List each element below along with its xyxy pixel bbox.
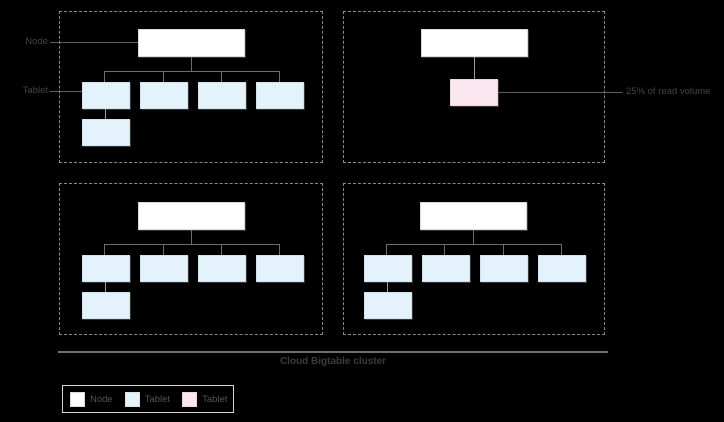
tablet-box-top-left-5[interactable]: [82, 119, 130, 146]
connector-drop-top-left-3: [221, 71, 222, 82]
connector-bus-bottom-left: [104, 244, 279, 245]
node-group-bottom-right: [343, 183, 605, 335]
connector-trunk-bottom-left: [191, 230, 192, 245]
connector-drop-top-left-1: [104, 71, 105, 82]
node-box-top-left[interactable]: [138, 29, 245, 57]
tablet-box-bottom-left-5[interactable]: [82, 292, 130, 319]
connector-drop-top-left-5: [105, 109, 106, 119]
node-group-bottom-left: [59, 183, 323, 335]
connector-bus-bottom-right: [386, 244, 561, 245]
tablet-box-top-left-1[interactable]: [82, 82, 130, 109]
connector-drop-bottom-right-3: [503, 244, 504, 255]
node-box-bottom-left[interactable]: [138, 202, 245, 230]
tablet-box-top-left-4[interactable]: [256, 82, 304, 109]
node-group-top-right: [343, 11, 605, 163]
side-label-tablet: Tablet: [22, 85, 48, 96]
legend: Node Tablet Tablet: [62, 385, 234, 413]
connector-drop-bottom-right-1: [386, 244, 387, 255]
side-label-tablet-leader: [50, 91, 84, 92]
tablet-box-bottom-left-1[interactable]: [82, 255, 130, 282]
tablet-box-bottom-right-3[interactable]: [480, 255, 528, 282]
connector-drop-bottom-right-4: [561, 244, 562, 255]
connector-trunk-bottom-right: [473, 230, 474, 245]
connector-bus-top-left: [104, 71, 279, 72]
side-label-node-leader: [50, 42, 138, 43]
callout-leader-line: [498, 92, 622, 93]
legend-label-tablet: Tablet: [144, 393, 171, 405]
connector-drop-bottom-left-1: [104, 244, 105, 255]
tablet-box-bottom-left-2[interactable]: [140, 255, 188, 282]
cluster-caption: Cloud Bigtable cluster: [279, 356, 387, 367]
node-box-bottom-right[interactable]: [420, 202, 527, 230]
cluster-divider: [58, 351, 608, 353]
hot-tablet-box-top-right[interactable]: [450, 79, 498, 106]
node-group-top-left: [59, 11, 323, 163]
connector-drop-top-left-4: [279, 71, 280, 82]
tablet-box-bottom-right-1[interactable]: [364, 255, 412, 282]
tablet-box-bottom-left-3[interactable]: [198, 255, 246, 282]
tablet-box-top-left-2[interactable]: [140, 82, 188, 109]
tablet-box-bottom-right-2[interactable]: [422, 255, 470, 282]
legend-swatch-node-icon: [70, 391, 85, 407]
connector-drop-bottom-right-5: [387, 282, 388, 292]
tablet-box-bottom-right-4[interactable]: [538, 255, 586, 282]
connector-trunk-top-right: [474, 57, 475, 79]
connector-drop-bottom-right-2: [444, 244, 445, 255]
legend-item-tablet: Tablet: [124, 391, 171, 407]
side-label-node: Node: [25, 36, 48, 47]
legend-swatch-tablet-icon: [124, 391, 140, 407]
connector-drop-bottom-left-5: [105, 282, 106, 292]
legend-label-hot-tablet: Tablet: [202, 393, 228, 405]
callout-label-read-volume: 25% of read volume: [626, 86, 711, 97]
tablet-box-bottom-left-4[interactable]: [256, 255, 304, 282]
tablet-box-top-left-3[interactable]: [198, 82, 246, 109]
tablet-box-bottom-right-5[interactable]: [364, 292, 412, 319]
connector-trunk-top-left: [191, 57, 192, 72]
legend-item-node: Node: [70, 391, 113, 407]
connector-drop-bottom-left-3: [221, 244, 222, 255]
node-box-top-right[interactable]: [421, 29, 528, 57]
connector-drop-bottom-left-2: [163, 244, 164, 255]
connector-drop-bottom-left-4: [279, 244, 280, 255]
connector-drop-top-left-2: [163, 71, 164, 82]
legend-item-hot-tablet: Tablet: [182, 391, 228, 407]
legend-swatch-hot-tablet-icon: [182, 391, 198, 407]
legend-label-node: Node: [90, 393, 113, 405]
